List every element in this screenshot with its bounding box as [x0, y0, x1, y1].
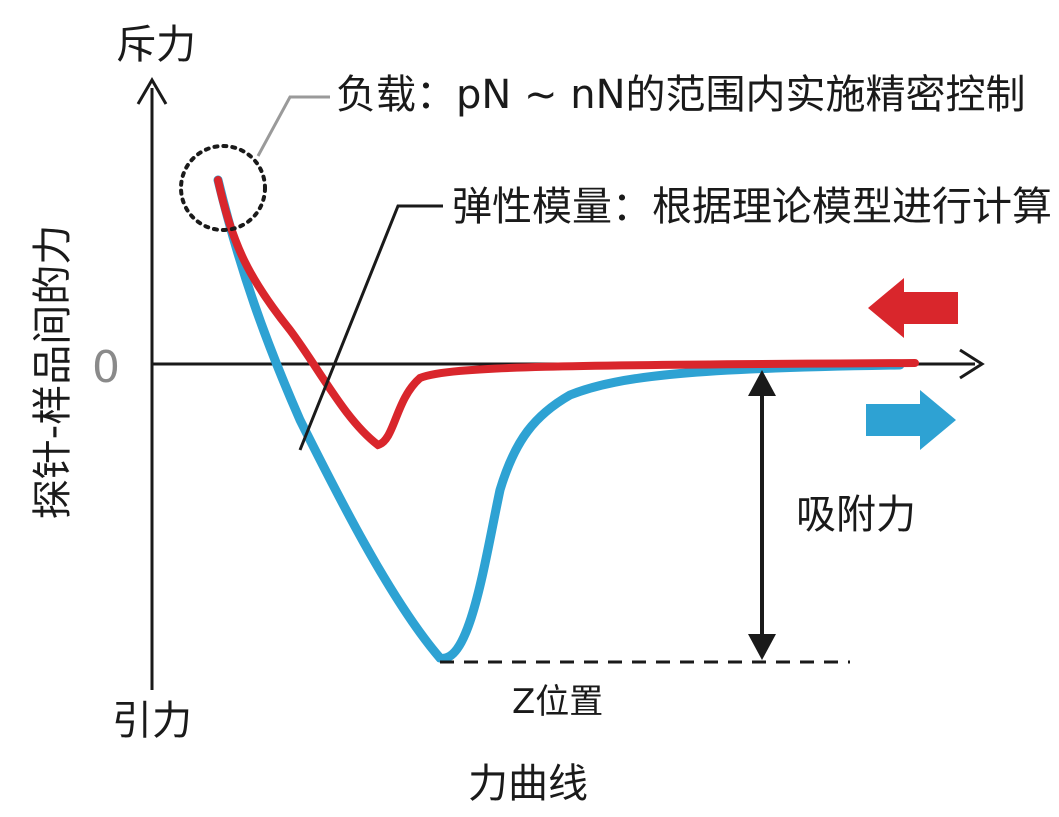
- y-axis-arrowhead: [136, 77, 168, 105]
- load-highlight-circle: [179, 144, 267, 232]
- adhesion-label: 吸附力: [796, 492, 916, 538]
- modulus-annotation: 弹性模量：根据理论模型进行计算: [452, 184, 1052, 230]
- zero-label: 0: [92, 342, 120, 393]
- x-axis-arrowhead: [959, 348, 985, 380]
- x-axis-label: Z位置: [512, 682, 603, 722]
- load-leader-line: [256, 95, 330, 157]
- adhesion-arrowhead-bottom: [748, 634, 776, 660]
- adhesion-arrowhead-top: [748, 370, 776, 396]
- approach-direction-arrow: [868, 278, 958, 338]
- retract-curve: [213, 175, 905, 663]
- modulus-leader-line: [298, 204, 443, 451]
- retract-direction-arrow: [866, 390, 956, 450]
- y-axis-top-label: 斥力: [116, 22, 196, 68]
- load-annotation: 负载：pN ~ nN的范围内实施精密控制: [336, 72, 1026, 118]
- diagram-title: 力曲线: [468, 761, 588, 807]
- y-axis-bottom-label: 引力: [112, 698, 192, 744]
- approach-curve: [214, 176, 919, 450]
- y-axis-label: 探针-样品间的力: [30, 225, 76, 519]
